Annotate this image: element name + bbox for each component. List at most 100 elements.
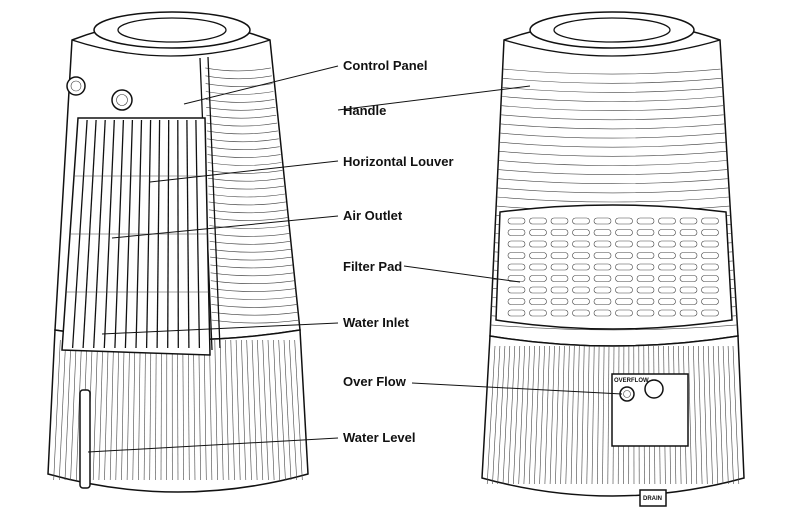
filter-slot [701,240,719,248]
body-rib [206,107,276,111]
base-rib [225,339,230,481]
filter-slot [593,309,612,317]
filter-slot [507,309,526,317]
leader-water-level [87,437,339,453]
label-air-outlet: Air Outlet [343,208,403,223]
filter-slot [593,298,612,305]
body-rib [206,114,277,119]
filter-slot [679,286,698,294]
base-rib [539,345,545,485]
base-rib [149,339,152,481]
base-rib [193,339,196,481]
leader-over-flow [411,382,623,395]
filter-slot [636,298,655,305]
body-rib [490,324,738,331]
base-rib [241,339,247,481]
filter-slot [679,229,698,236]
filter-slot [529,217,547,225]
base-rib [214,339,218,481]
filter-slot [658,263,676,271]
leader-water-inlet [101,322,339,335]
filter-slot [507,229,526,236]
base-rib [132,339,136,481]
filter-slot [529,309,547,317]
body-rib [209,241,291,245]
filter-slot [507,217,526,225]
filter-slot [636,217,655,225]
base-rib [591,345,595,485]
base-rib [602,345,605,485]
body-rib [205,75,272,80]
base-rib [727,345,734,485]
body-rib [500,123,725,130]
body-rib [207,170,283,174]
air-outlet-grille [61,117,211,356]
base-rib [502,345,511,485]
base-rib [586,345,590,485]
filter-slot [572,252,590,259]
filter-slot [679,309,698,317]
filter-slot [550,309,569,317]
body-rib [211,319,300,324]
body-rib [205,91,274,95]
body-rib [500,132,725,139]
filter-slot [529,252,547,259]
body-rib [210,256,293,261]
body-rib [205,83,273,87]
top-plate [93,11,251,49]
body-rib [499,151,727,157]
filter-slot [636,309,655,317]
base-rib [235,339,241,481]
water-level-window [79,389,91,489]
filter-slot [615,229,633,236]
filter-slot [593,240,612,248]
base-rib [544,345,550,485]
filter-slot [593,252,612,259]
filter-slot [529,263,547,271]
filter-slot [658,275,676,282]
base-rib [198,339,201,481]
leader-air-outlet [111,215,339,239]
filter-slot [572,217,590,225]
filter-slot [593,217,612,225]
filter-slot [550,252,569,259]
body-rib [209,233,290,237]
filter-slot [550,240,569,248]
base-rib [289,339,297,481]
base-rib [534,345,540,485]
body-rib [207,146,280,150]
base-rib [138,339,141,481]
overflow-port [619,386,635,402]
filter-slot [572,229,590,236]
filter-slot [701,298,719,305]
base-rib [251,339,258,481]
body-rib [211,296,297,300]
filter-slot [507,263,526,271]
base-rib [707,345,713,485]
leader-lines [87,65,623,453]
base-rib [688,345,692,485]
filter-slot [658,309,676,317]
filter-slot [572,298,590,305]
base-rib [230,339,235,481]
filter-slot [507,240,526,248]
filter-slot [615,298,633,305]
filter-slot [615,217,633,225]
filter-slot [550,263,569,271]
base-rib [549,345,555,485]
leader-horizontal-louver [149,160,339,183]
filter-slot [507,298,526,305]
base-rib [732,345,740,485]
filter-slot [679,217,698,225]
filter-slot [507,252,526,259]
base-rib [155,339,157,481]
base-rib [267,339,275,481]
base-rib [182,339,184,481]
label-horizontal-louver: Horizontal Louver [343,154,454,169]
label-handle: Handle [343,103,386,118]
filter-pad-grille [495,204,733,330]
filter-slot [679,275,698,282]
body-rib [206,122,278,127]
base-rib [555,345,560,485]
base-rib [203,339,207,481]
